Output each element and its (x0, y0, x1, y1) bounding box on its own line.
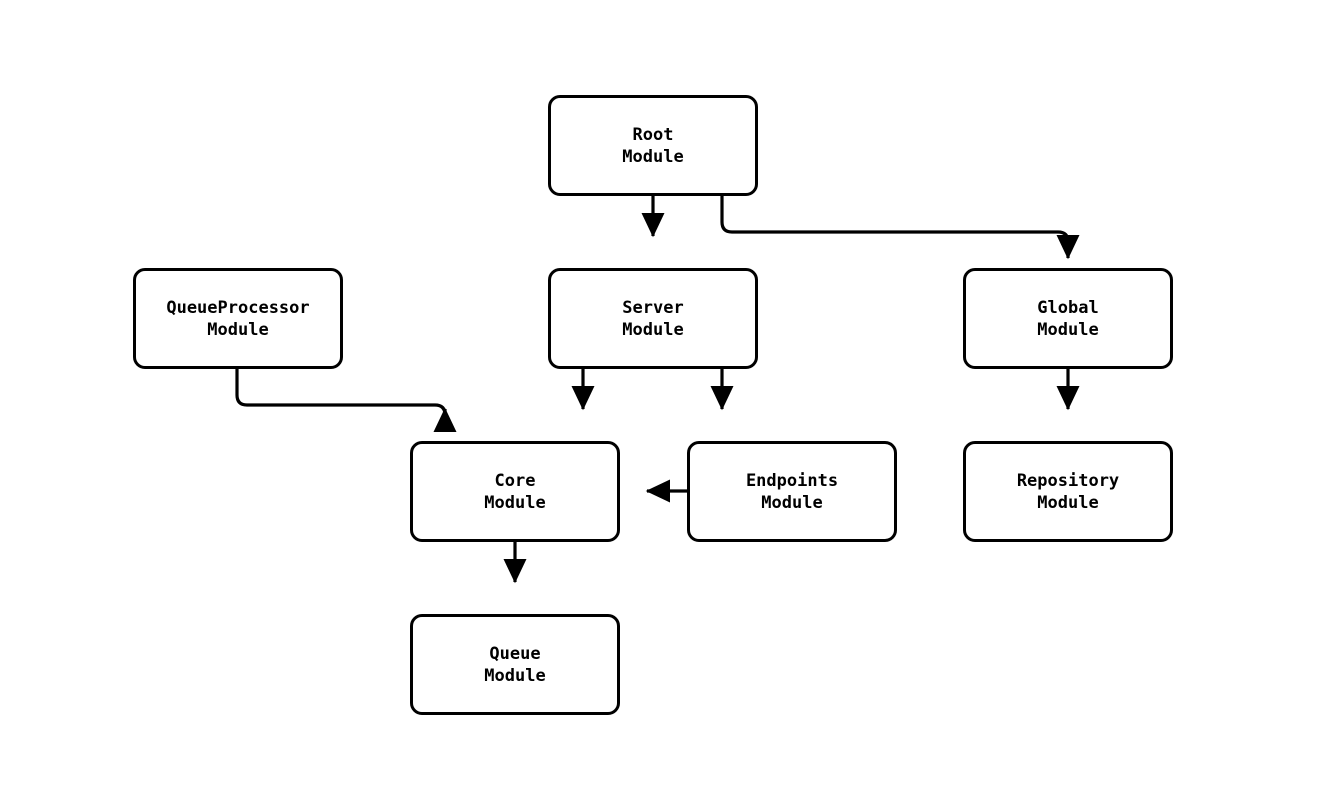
node-label-line2: Module (622, 319, 684, 340)
node-label-line1: Queue (489, 643, 541, 664)
node-label-line1: QueueProcessor (166, 297, 310, 318)
node-label-line1: Server (622, 297, 684, 318)
node-label-line1: Repository (1016, 470, 1120, 491)
node-label-line1: Global (1037, 297, 1099, 318)
node-label-line2: Module (1037, 492, 1099, 513)
node-label-line2: Module (484, 665, 546, 686)
node-label-line1: Root (632, 124, 674, 145)
node-label-line2: Module (207, 319, 269, 340)
node-label-line1: Core (494, 470, 536, 491)
node-label-line1: Endpoints (745, 470, 839, 491)
node-label-line2: Module (761, 492, 823, 513)
node-label-line2: Module (1037, 319, 1099, 340)
edge-root-to-global (720, 196, 1080, 260)
node-label-line2: Module (622, 146, 684, 167)
edge-group (235, 196, 1080, 584)
node-label-line2: Module (484, 492, 546, 513)
edge-queueprocessor-to-core (235, 369, 457, 433)
